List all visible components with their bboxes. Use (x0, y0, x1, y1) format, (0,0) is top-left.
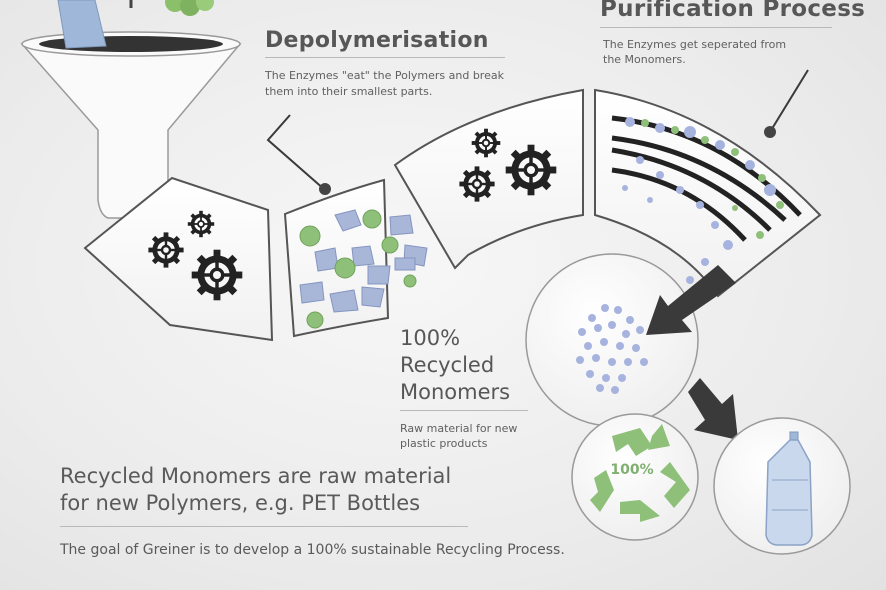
title-divider (600, 27, 832, 28)
purification-description: The Enzymes get seperated from the Monom… (603, 38, 787, 66)
polymer-cluster-icon (165, 0, 214, 16)
monomers-title: 100% Recycled Monomers (400, 325, 510, 406)
leader-lines (266, 69, 809, 191)
segment-depolymerisation (283, 178, 428, 338)
monomers-title-line: Recycled (400, 353, 495, 377)
funnel (20, 0, 242, 219)
summary-headline-line: Recycled Monomers are raw material (60, 464, 452, 488)
title-divider (265, 57, 505, 58)
title-divider (400, 410, 528, 411)
summary-goal: The goal of Greiner is to develop a 100%… (60, 542, 565, 558)
segment-enzymes (83, 176, 274, 342)
monomers-description: Raw material for new plastic products (400, 422, 518, 450)
leader-dot (319, 183, 331, 195)
summary-headline-line: for new Polymers, e.g. PET Bottles (60, 491, 421, 515)
purification-title: Purification Process (600, 0, 866, 22)
summary-divider (60, 526, 468, 527)
monomer-cluster-icon (576, 304, 648, 394)
pet-bottle-icon (765, 431, 813, 546)
summary-headline: Recycled Monomers are raw material for n… (60, 463, 520, 517)
monomers-title-line: 100% (400, 326, 461, 350)
segment-enzymes-2 (393, 88, 584, 270)
leader-dot (764, 126, 776, 138)
recycle-icon (590, 424, 690, 522)
arrow-to-monomers-icon (646, 265, 736, 335)
depolymerisation-title: Depolymerisation (265, 28, 489, 53)
monomers-title-line: Monomers (400, 380, 511, 404)
plastic-bottle-icon (57, 0, 107, 49)
recycle-badge: 100% (610, 462, 654, 478)
monomers-circle (525, 253, 699, 427)
depolymerisation-description: The Enzymes "eat" the Polymers and break… (265, 69, 504, 98)
arrow-to-products-icon (688, 378, 738, 440)
